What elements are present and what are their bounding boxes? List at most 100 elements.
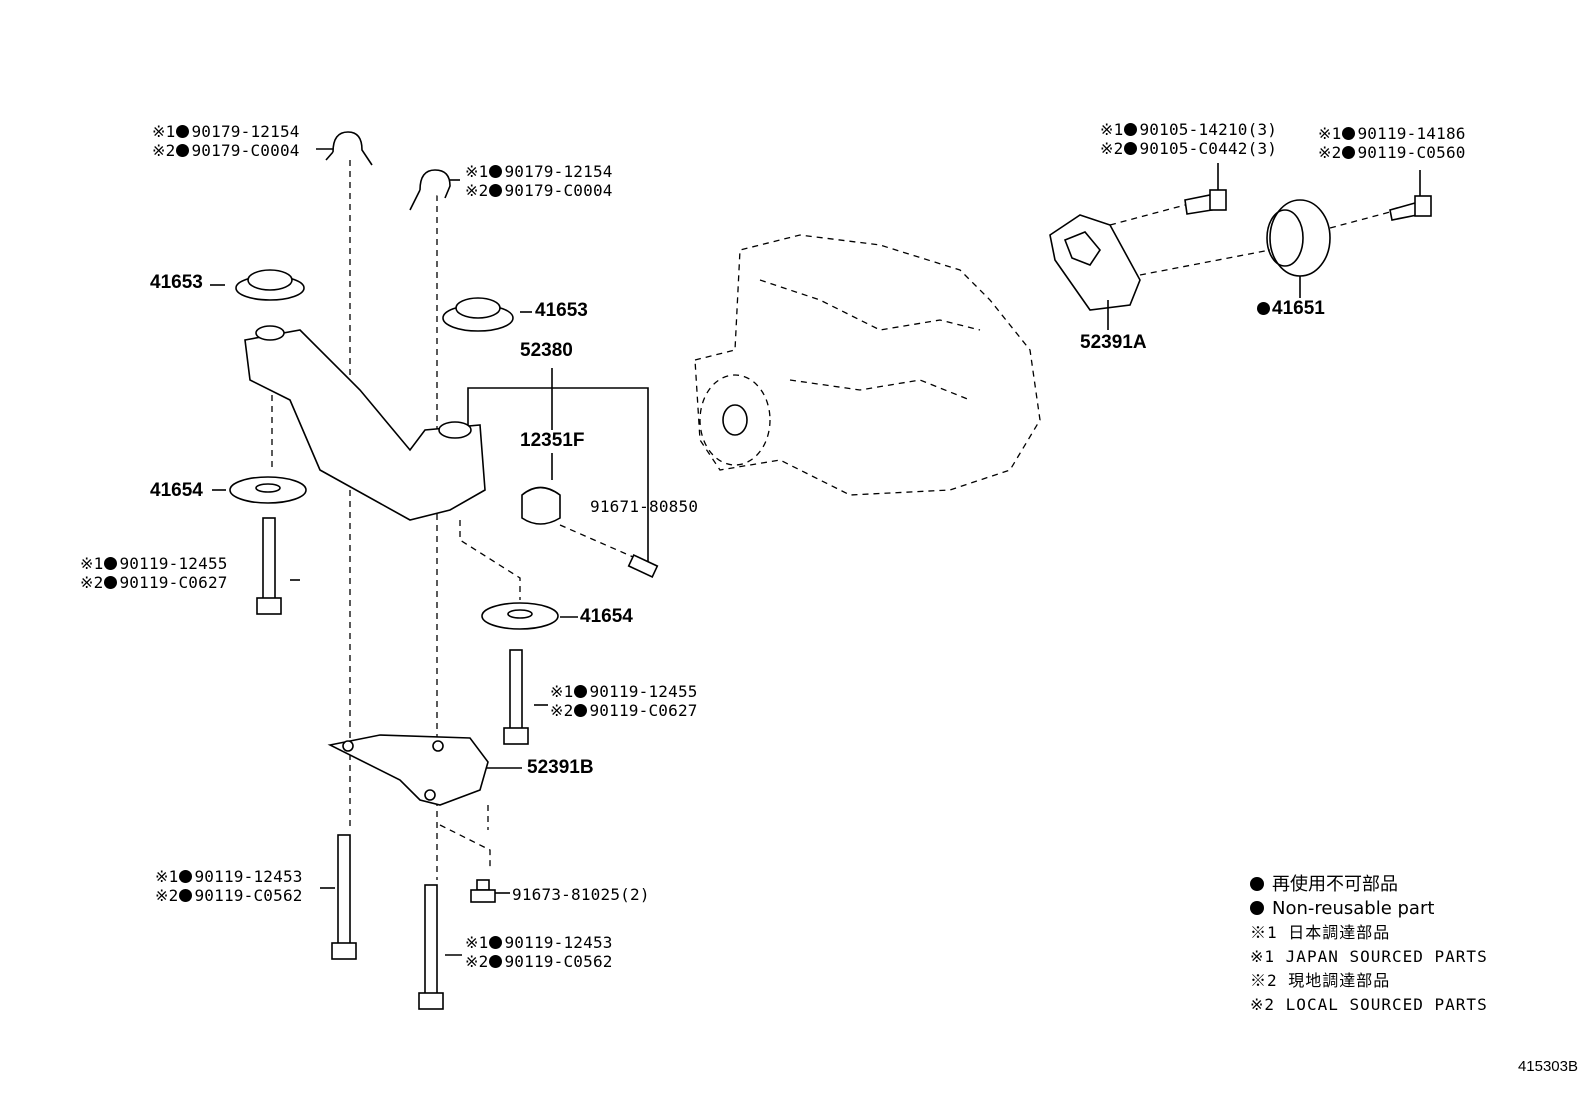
bracket-52391a-detail xyxy=(1063,231,1101,266)
part-number: 41651 xyxy=(1272,298,1325,319)
part-label-52391b: 52391B xyxy=(527,757,594,778)
legend-text: 再使用不可部品 xyxy=(1272,874,1398,895)
clip-left xyxy=(325,131,373,166)
part-number: 90105-14210(3) xyxy=(1139,120,1278,139)
part-number: 90119-12455 xyxy=(119,554,228,573)
legend-text: Non-reusable part xyxy=(1272,898,1435,919)
callout-c2: ※1 90179-12154 ※2 90179-C0004 xyxy=(465,162,613,200)
part-number: 90119-12455 xyxy=(589,682,698,701)
part-number: 90119-C0560 xyxy=(1357,143,1466,162)
non-reusable-dot-icon xyxy=(574,685,588,698)
bolt-c6-head xyxy=(418,992,444,1010)
label-japan-1: ※1 xyxy=(465,162,489,181)
mount-boss-right xyxy=(438,421,472,439)
non-reusable-dot-icon xyxy=(1257,302,1270,315)
transmission-outline xyxy=(694,234,1041,496)
assembly-line-c7 xyxy=(1109,204,1186,226)
bolt-c6-shaft xyxy=(424,884,438,996)
bolt-c3-head xyxy=(256,597,282,615)
bolt-c8 xyxy=(1389,201,1418,221)
part-label-41653-left: 41653 xyxy=(150,272,203,293)
transmission-detail-1 xyxy=(759,279,981,331)
part-label-12351f: 12351F xyxy=(520,430,585,451)
non-reusable-dot-icon xyxy=(1124,123,1138,136)
part-number: 90105-C0442(3) xyxy=(1139,139,1278,158)
part-label-91673: 91673-81025(2) xyxy=(512,885,650,904)
insulator-12351f xyxy=(521,486,561,525)
transmission-detail-2 xyxy=(789,379,971,401)
plate-hole-3 xyxy=(424,789,436,801)
illustration-ref-code: 415303B xyxy=(1517,1058,1578,1075)
legend-row-non-reusable-jp: 再使用不可部品 xyxy=(1250,873,1488,897)
transmission-flange xyxy=(699,374,771,466)
bracket-52391a xyxy=(1049,214,1141,311)
bolt-c5-head xyxy=(331,942,357,960)
washer-41654b-hole xyxy=(507,609,533,619)
label-japan-1: ※1 xyxy=(155,867,179,886)
assembly-line-91673 xyxy=(439,824,491,870)
assembly-line-c8 xyxy=(1329,211,1391,229)
plate-52391b xyxy=(327,734,489,806)
non-reusable-dot-icon xyxy=(176,144,190,157)
clip-center xyxy=(409,169,451,211)
bolt-c3-shaft xyxy=(262,517,276,601)
part-number: 90179-C0004 xyxy=(191,141,300,160)
label-japan-1: ※1 xyxy=(80,554,104,573)
legend-row-local-en: ※2 LOCAL SOURCED PARTS xyxy=(1250,995,1488,1014)
part-label-91671: 91671-80850 xyxy=(590,497,699,516)
part-number: 90179-C0004 xyxy=(504,181,613,200)
cap-41653b-top xyxy=(455,297,501,319)
part-number: 90119-12453 xyxy=(504,933,613,952)
non-reusable-dot-icon xyxy=(176,125,190,138)
label-japan-1: ※1 xyxy=(152,122,176,141)
label-japan-1: ※1 xyxy=(1100,120,1124,139)
plate-hole-1 xyxy=(342,740,354,752)
label-local-2: ※2 xyxy=(152,141,176,160)
part-number: 90119-C0562 xyxy=(504,952,613,971)
legend-row-non-reusable-en: Non-reusable part xyxy=(1250,897,1488,921)
washer-41654a-hole xyxy=(255,483,281,493)
non-reusable-dot-icon xyxy=(179,870,193,883)
bolt-c7 xyxy=(1184,194,1213,215)
bolt-c4-shaft xyxy=(509,649,523,731)
leader-52380-bracket xyxy=(467,387,649,575)
plate-hole-2 xyxy=(432,740,444,752)
non-reusable-dot-icon xyxy=(1342,127,1356,140)
non-reusable-dot-icon xyxy=(574,704,588,717)
bolt-c4-head xyxy=(503,727,529,745)
callout-c6: ※1 90119-12453 ※2 90119-C0562 xyxy=(465,933,613,971)
label-local-2: ※2 xyxy=(465,952,489,971)
part-number: 90119-12453 xyxy=(194,867,303,886)
part-label-52380: 52380 xyxy=(520,340,573,361)
non-reusable-dot-icon xyxy=(104,557,118,570)
bolt-91671 xyxy=(627,554,659,578)
bolt-91673-shaft xyxy=(476,879,490,891)
assembly-line-41654b xyxy=(459,520,521,600)
non-reusable-dot-icon xyxy=(489,955,503,968)
label-japan-1: ※1 xyxy=(465,933,489,952)
non-reusable-dot-icon xyxy=(104,576,118,589)
label-local-2: ※2 xyxy=(550,701,574,720)
bolt-c8-head xyxy=(1414,195,1432,217)
label-japan-1: ※1 xyxy=(550,682,574,701)
legend-row-japan-jp: ※1 日本調達部品 xyxy=(1250,923,1391,942)
part-number: 90119-C0562 xyxy=(194,886,303,905)
engine-mount-bracket xyxy=(244,329,486,521)
label-local-2: ※2 xyxy=(1100,139,1124,158)
legend-row-japan-en: ※1 JAPAN SOURCED PARTS xyxy=(1250,947,1488,966)
label-local-2: ※2 xyxy=(1318,143,1342,162)
part-label-41654-right: 41654 xyxy=(580,606,633,627)
label-local-2: ※2 xyxy=(465,181,489,200)
part-number: 90179-12154 xyxy=(504,162,613,181)
assembly-line-41651 xyxy=(1139,249,1271,276)
insulator-41651-inner xyxy=(1266,209,1304,267)
legend: 再使用不可部品 Non-reusable part ※1 日本調達部品 ※1 J… xyxy=(1250,873,1488,1017)
part-label-41651: 41651 xyxy=(1256,298,1325,320)
part-number: 90119-14186 xyxy=(1357,124,1466,143)
non-reusable-dot-icon xyxy=(1250,901,1264,915)
non-reusable-dot-icon xyxy=(179,889,193,902)
